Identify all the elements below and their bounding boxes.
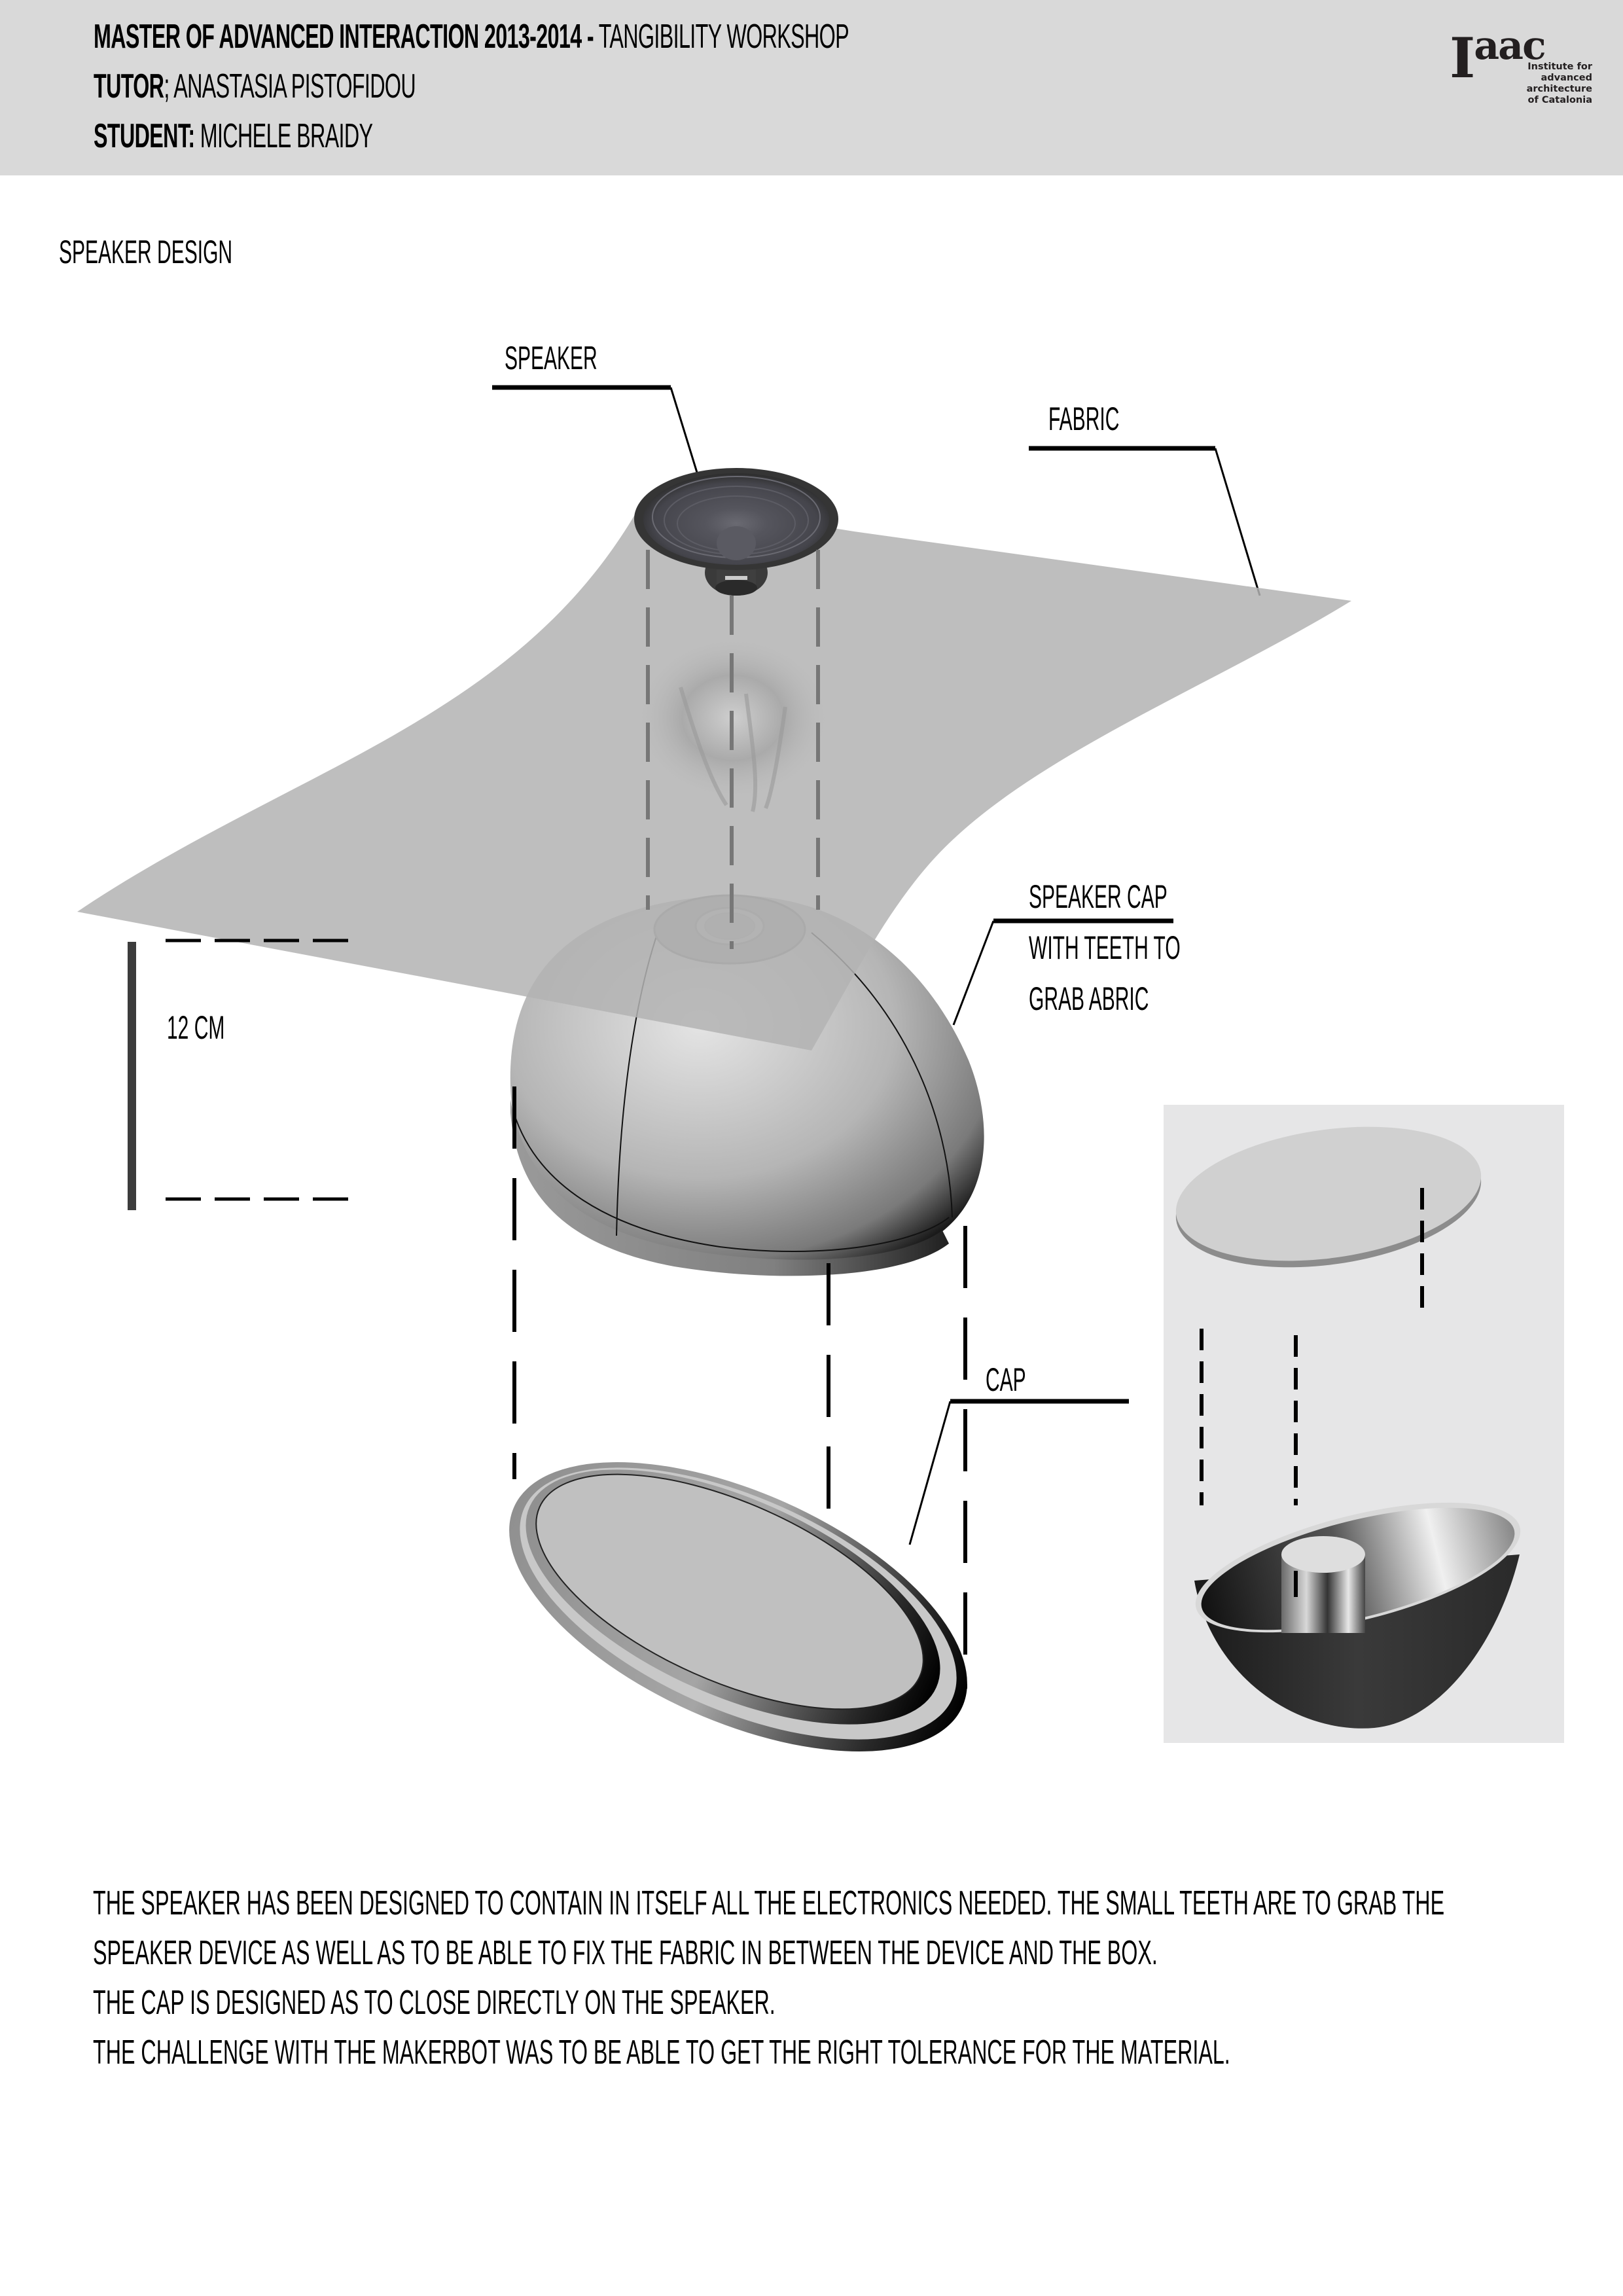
label-speaker-cap: SPEAKER CAP WITH TEETH TO GRAB ABRIC bbox=[1029, 878, 1181, 1017]
speaker-driver bbox=[634, 468, 838, 596]
inset-guides bbox=[1200, 1188, 1424, 1505]
label-dimension: 12 CM bbox=[167, 1009, 225, 1046]
student-label: STUDENT: bbox=[94, 117, 195, 155]
description-line: THE SPEAKER HAS BEEN DESIGNED TO CONTAIN… bbox=[93, 1884, 1445, 1922]
header-band: MASTER OF ADVANCED INTERACTION 2013-2014… bbox=[0, 0, 1623, 175]
label-cap: CAP bbox=[986, 1361, 1026, 1398]
inset-lid bbox=[1175, 1126, 1482, 1268]
description-line: THE CAP IS DESIGNED AS TO CLOSE DIRECTLY… bbox=[93, 1984, 776, 2022]
section-title: SPEAKER DESIGN bbox=[59, 234, 233, 270]
workshop-name: TANGIBILITY WORKSHOP bbox=[593, 18, 849, 56]
label-speaker: SPEAKER bbox=[505, 340, 597, 376]
tutor-line: TUTOR; ANASTASIA PISTOFIDOU bbox=[94, 69, 416, 103]
tutor-name: ; ANASTASIA PISTOFIDOU bbox=[164, 67, 416, 105]
description-line: SPEAKER DEVICE AS WELL AS TO BE ABLE TO … bbox=[93, 1934, 1158, 1972]
logo-mark: Iaac bbox=[1450, 23, 1546, 90]
iaac-logo: Iaac Institute for advanced architecture… bbox=[1450, 20, 1594, 124]
dimension-marker bbox=[128, 939, 353, 1210]
cap-ring bbox=[509, 1462, 967, 1751]
description-line: THE CHALLENGE WITH THE MAKERBOT WAS TO B… bbox=[93, 2034, 1230, 2072]
inset-bowl bbox=[1194, 1502, 1521, 1729]
program-name: MASTER OF ADVANCED INTERACTION 2013-2014… bbox=[94, 18, 594, 56]
cap-callout bbox=[908, 1399, 1129, 1545]
speaker-cap-callout bbox=[952, 918, 1173, 1026]
fabric-callout bbox=[1029, 446, 1261, 596]
student-line: STUDENT: MICHELE BRAIDY bbox=[94, 117, 373, 155]
student-name: MICHELE BRAIDY bbox=[194, 117, 373, 155]
program-title: MASTER OF ADVANCED INTERACTION 2013-2014… bbox=[94, 20, 849, 54]
tutor-label: TUTOR bbox=[94, 67, 164, 105]
description: THE SPEAKER HAS BEEN DESIGNED TO CONTAIN… bbox=[93, 1878, 1623, 2077]
speaker-callout bbox=[492, 385, 699, 475]
label-fabric: FABRIC bbox=[1048, 401, 1120, 437]
cap-guides bbox=[512, 1086, 967, 1689]
logo-institute-name: Institute for advanced architecture of C… bbox=[1526, 62, 1592, 105]
fabric-guides bbox=[646, 550, 820, 949]
